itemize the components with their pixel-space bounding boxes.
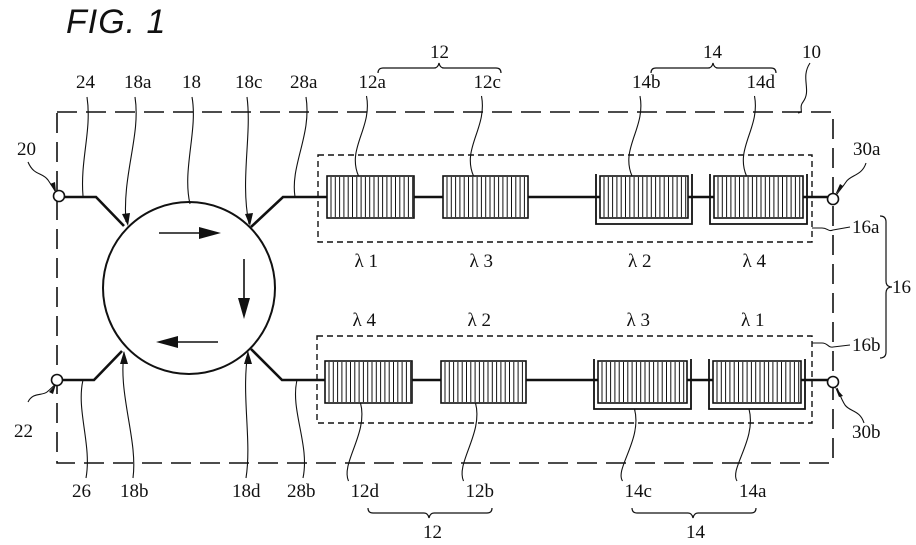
wavelength-label-14b: λ 2 [628,251,651,272]
label-28b: 28b [287,481,316,502]
leader-10 [798,63,810,113]
label-14c: 14c [625,481,652,502]
brace-14-bottom [632,508,756,518]
label-14-bottom: 14 [686,522,706,543]
grating-labels: 12a λ 1 12c λ 3 14b λ 2 14d λ 4 12d λ 4 12b λ 2 14c λ… [347,72,775,502]
label-18d: 18d [232,481,261,502]
leader-18b [123,352,134,478]
leader-16a [812,227,850,231]
label-16b: 16b [852,335,881,356]
fiber-bragg-grating-12a [327,176,414,218]
grating-body [598,361,687,403]
label-12b: 12b [466,481,495,502]
label-28a: 28a [290,72,318,93]
leader-16b [812,343,850,347]
label-16a: 16a [852,217,880,238]
wavelength-label-12a: λ 1 [355,251,378,272]
fiber-bragg-grating-12d [325,361,412,403]
brace-12-bottom [368,508,492,518]
fiber-24 [62,197,124,226]
label-18c: 18c [235,72,262,93]
port-20 [54,191,65,202]
grating-body [714,176,803,218]
leader-22 [28,385,55,402]
leader-18a [125,97,136,222]
label-26: 26 [72,481,91,502]
label-14d: 14d [747,72,776,93]
arrowhead-30b-icon [835,387,843,397]
label-18b: 18b [120,481,149,502]
label-14a: 14a [739,481,767,502]
label-12-top: 12 [430,42,449,63]
fiber-bragg-grating-14c [594,359,691,409]
wavelength-label-12b: λ 2 [468,310,491,331]
label-10: 10 [802,42,821,63]
label-14b: 14b [632,72,661,93]
leader-12c [470,96,482,176]
fiber-bragg-grating-12c [443,176,528,218]
label-16: 16 [892,277,911,298]
brace-16 [880,216,892,358]
fiber-26 [62,351,122,380]
port-22 [52,375,63,386]
fiber-bragg-grating-14a [709,359,805,409]
grating-row-16a [327,174,807,224]
label-12d: 12d [351,481,380,502]
leader-14d [743,96,755,176]
wavelength-label-12d: λ 4 [353,310,377,331]
label-18a: 18a [124,72,152,93]
leader-30b [837,388,864,423]
fiber-bragg-grating-14b [596,174,692,224]
leader-12b [462,403,477,481]
label-24: 24 [76,72,96,93]
grating-body [713,361,801,403]
leader-20 [28,162,55,191]
fiber-bragg-grating-12b [441,361,526,403]
label-30a: 30a [853,139,881,160]
port-30a [828,194,839,205]
label-20: 20 [17,139,36,160]
leader-18c [246,97,249,224]
port-30b [828,377,839,388]
leader-30a [837,163,866,194]
wavelength-label-14d: λ 4 [743,251,767,272]
leader-12d [347,403,362,481]
label-12-bottom: 12 [423,522,442,543]
grating-row-16b [325,359,805,409]
grating-body [600,176,688,218]
fiber-bragg-grating-14d [710,174,807,224]
leader-14b [629,96,641,176]
label-18: 18 [182,72,201,93]
leader-18d [246,352,248,478]
leader-14c [621,409,636,481]
leader-12a [355,96,367,176]
wavelength-label-12c: λ 3 [470,251,493,272]
label-14-top: 14 [703,42,723,63]
figure-title: FIG. 1 [66,3,166,41]
optical-circulator-18 [103,202,275,374]
label-12a: 12a [359,72,387,93]
wavelength-label-14c: λ 3 [627,310,650,331]
label-30b: 30b [852,422,881,443]
arrowhead-30a-icon [835,184,843,195]
leader-14a [736,409,751,481]
wavelength-label-14a: λ 1 [741,310,764,331]
label-12c: 12c [474,72,501,93]
leader-18 [188,97,194,204]
label-22: 22 [14,421,33,442]
